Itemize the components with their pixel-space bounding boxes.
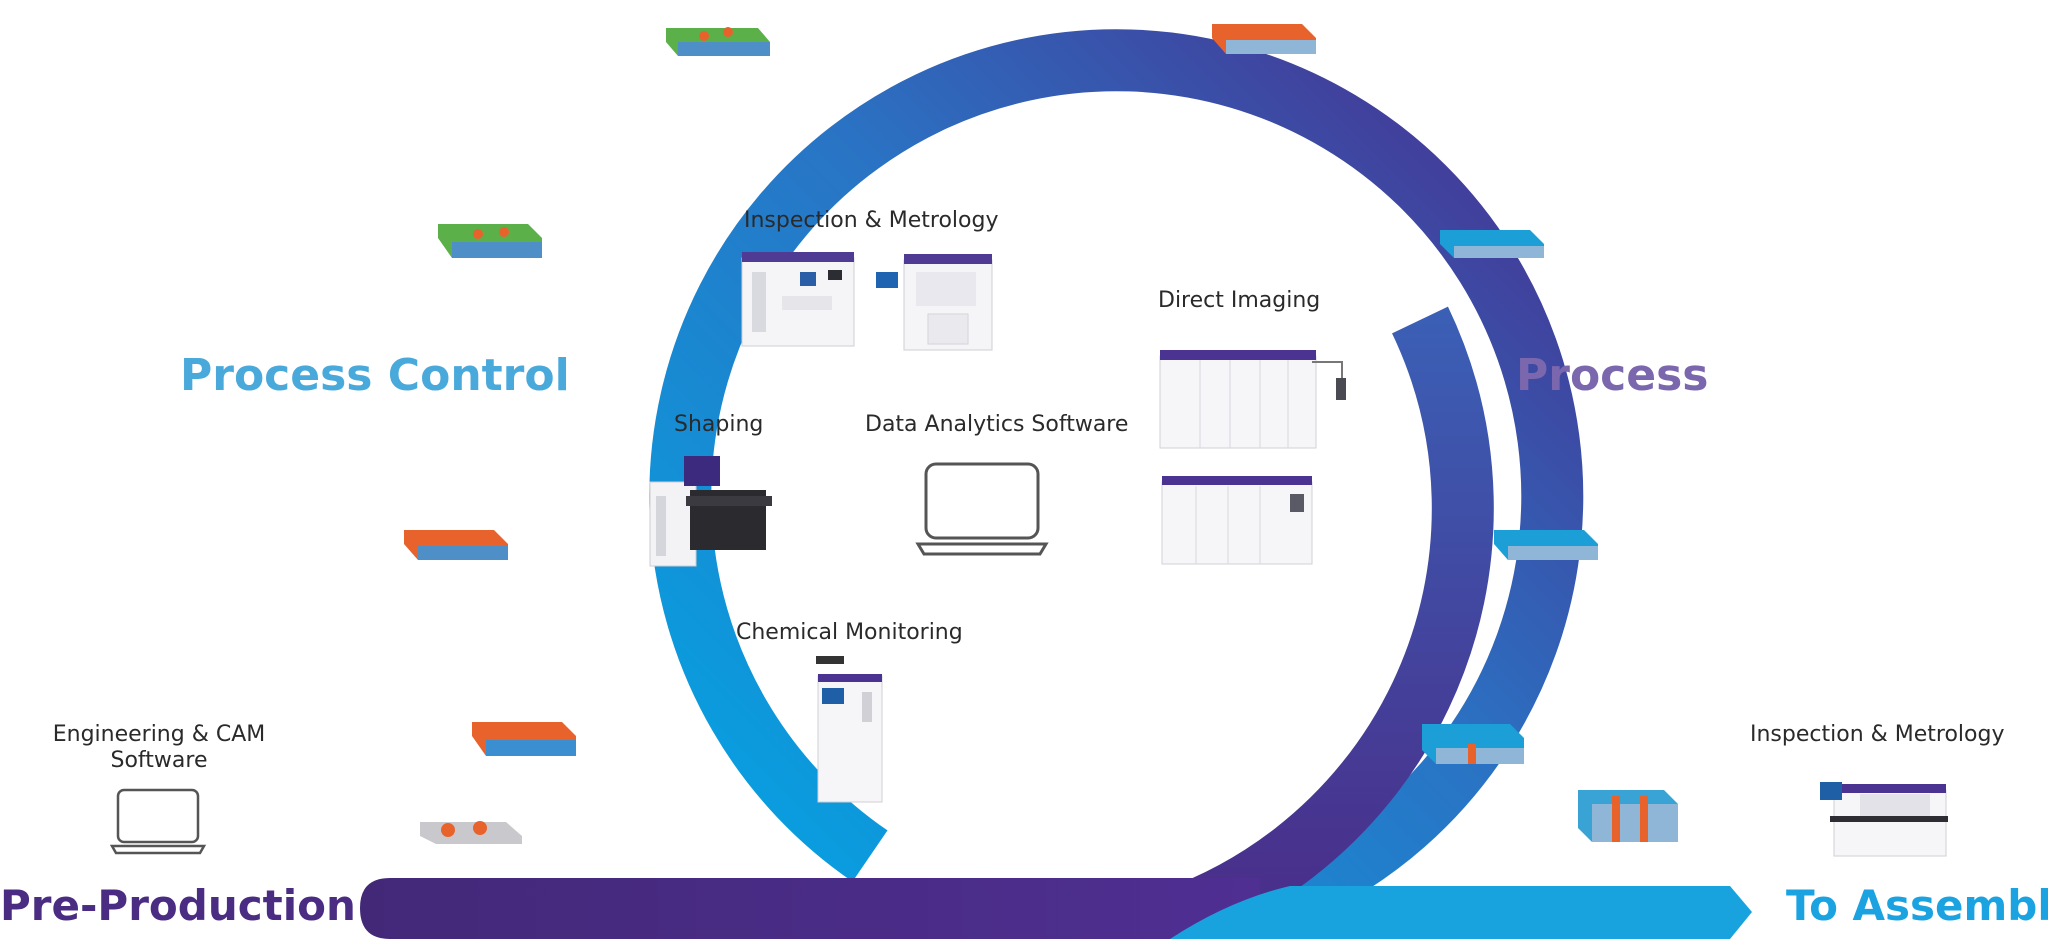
pcb-layer-icon: [1212, 24, 1316, 54]
chemical-monitoring-label: Chemical Monitoring: [736, 620, 963, 645]
pcb-layer-icon: [666, 27, 770, 56]
machine-icon: [1159, 350, 1346, 449]
shaping-label: Shaping: [674, 412, 764, 437]
pre-production-label: Pre-Production: [0, 881, 356, 930]
direct-imaging-label: Direct Imaging: [1158, 288, 1321, 313]
pcb-layer-icon: [1494, 530, 1598, 560]
process-control-label: Process Control: [180, 350, 570, 401]
laptop-icon: [915, 462, 1049, 556]
machine-icon: [649, 456, 772, 567]
pcb-layer-icon: [404, 530, 508, 560]
inspection-metrology-top-label: Inspection & Metrology: [744, 208, 999, 233]
process-label: Process: [1516, 350, 1709, 401]
machine-icon: [816, 656, 883, 803]
laptop-icon: [109, 788, 207, 855]
engineering-cam-label: Engineering & CAM Software: [52, 722, 266, 773]
pcb-layer-icon: [438, 224, 542, 258]
to-assembly-arrow: [1170, 886, 1752, 939]
machine-icon: [1820, 782, 1948, 857]
pcb-layer-icon: [1578, 790, 1678, 842]
machine-icon: [876, 254, 993, 351]
pre-production-bar: [360, 878, 1260, 939]
pcb-layer-icon: [1440, 230, 1544, 258]
pcb-layer-icon: [472, 722, 576, 756]
inspection-metrology-right-label: Inspection & Metrology: [1750, 722, 2005, 747]
to-assembly-label: To Assembly: [1786, 881, 2048, 930]
pcb-layer-icon: [420, 821, 522, 844]
data-analytics-label: Data Analytics Software: [865, 412, 1129, 437]
pcb-layer-icon: [1422, 724, 1524, 764]
process-loop-ring: [649, 29, 1584, 939]
machine-icon: [741, 252, 855, 347]
machine-icon: [1161, 476, 1313, 565]
